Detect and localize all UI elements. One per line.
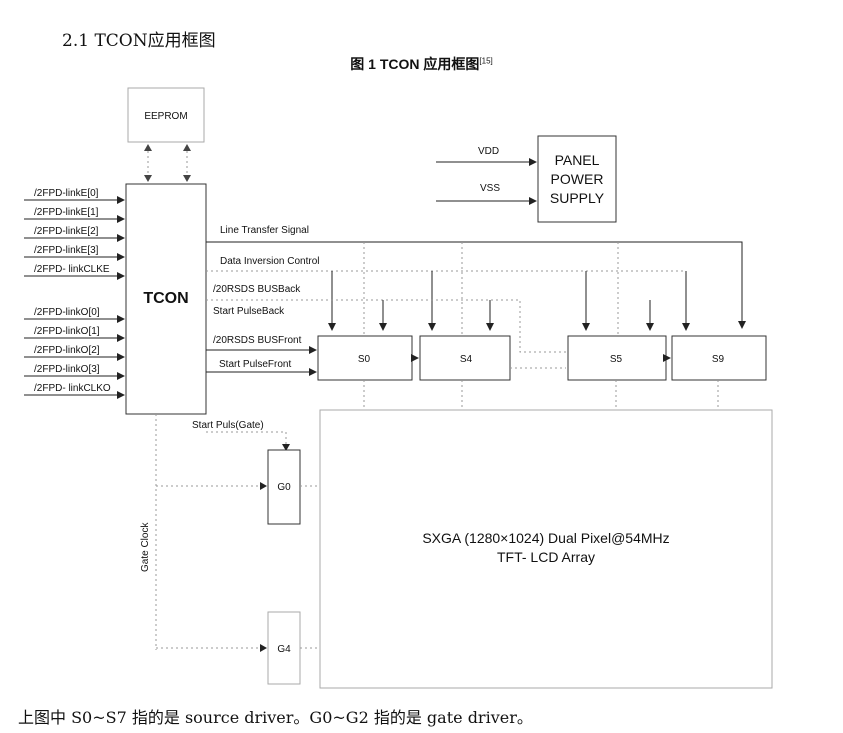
tcon-label: TCON — [143, 290, 188, 307]
section-heading: 2.1 TCON应用框图 — [62, 31, 216, 51]
line-transfer-signal — [206, 241, 746, 329]
input-even-label-1: /2FPD-linkE[1] — [34, 207, 99, 218]
eeprom-label: EEPROM — [144, 111, 187, 122]
source-driver-s4: S4 — [419, 335, 511, 381]
power-supply-label-line3: SUPPLY — [550, 190, 605, 206]
input-group-even: /2FPD-linkE[0] /2FPD-linkE[1] /2FPD-linkE[… — [24, 188, 125, 280]
power-supply-label-line2: POWER — [551, 171, 604, 187]
source-driver-s0: S0 — [317, 335, 413, 381]
input-odd-label-1: /2FPD-linkO[1] — [34, 326, 100, 337]
input-even-label-4: /2FPD- linkCLKE — [34, 264, 110, 275]
input-even-label-2: /2FPD-linkE[2] — [34, 226, 99, 237]
gate-driver-g4: G4 — [267, 611, 301, 685]
caption-reference: [15] — [479, 56, 493, 66]
array-label-line1: SXGA (1280×1024) Dual Pixel@54MHz — [422, 530, 669, 546]
footer-note: 上图中 S0~S7 指的是 source driver。G0~G2 指的是 ga… — [18, 708, 533, 727]
s4-label: S4 — [460, 354, 473, 365]
input-even-label-0: /2FPD-linkE[0] — [34, 188, 99, 199]
input-odd-label-4: /2FPD- linkCLKO — [34, 383, 111, 394]
input-odd-label-3: /2FPD-linkO[3] — [34, 364, 100, 375]
line-transfer-label: Line Transfer Signal — [220, 225, 309, 236]
source-driver-s5: S5 — [567, 335, 667, 381]
input-group-odd: /2FPD-linkO[0] /2FPD-linkO[1] /2FPD-linkO[… — [24, 307, 125, 399]
tcon-block: TCON — [125, 183, 207, 415]
rsds-back-label: /20RSDS BUSBack — [213, 284, 301, 295]
eeprom-arrow-down-left — [144, 175, 152, 182]
gate-driver-g0: G0 — [267, 449, 301, 525]
eeprom-arrow-up-left — [144, 144, 152, 151]
figure-caption: 图 1 TCON 应用框图[15] — [0, 54, 843, 74]
power-supply-label-line1: PANEL — [555, 152, 600, 168]
gate-clock-g0-arrow — [260, 482, 267, 490]
vss-label: VSS — [480, 183, 500, 194]
caption-text: 图 1 TCON 应用框图 — [350, 56, 480, 72]
eeprom-arrow-down-right — [183, 175, 191, 182]
gate-clock-g4-arrow — [260, 644, 267, 652]
s9-label: S9 — [712, 354, 725, 365]
g0-label: G0 — [277, 482, 291, 493]
input-odd-label-0: /2FPD-linkO[0] — [34, 307, 100, 318]
g4-label: G4 — [277, 644, 291, 655]
start-pulse-gate-label: Start Puls(Gate) — [192, 420, 264, 431]
source-driver-s9: S9 — [671, 335, 767, 381]
start-pulse-gate-line — [206, 431, 287, 448]
vdd-label: VDD — [478, 146, 499, 157]
input-odd-label-2: /2FPD-linkO[2] — [34, 345, 100, 356]
s5-label: S5 — [610, 354, 623, 365]
gate-clock-label: Gate Clock — [140, 522, 151, 572]
pulse-front-label: Start PulseFront — [219, 359, 291, 370]
lcd-array-block: SXGA (1280×1024) Dual Pixel@54MHz TFT- L… — [319, 409, 773, 689]
s0-label: S0 — [358, 354, 371, 365]
start-pulse-gate-arrow — [282, 444, 290, 451]
array-label-line2: TFT- LCD Array — [497, 549, 595, 565]
panel-power-supply-block: PANEL POWER SUPPLY — [537, 135, 617, 223]
rsds-back-bus — [206, 299, 566, 353]
data-inversion-label: Data Inversion Control — [220, 256, 320, 267]
input-even-label-3: /2FPD-linkE[3] — [34, 245, 99, 256]
rsds-front-label: /20RSDS BUSFront — [213, 335, 302, 346]
eeprom-block: EEPROM — [127, 87, 205, 143]
eeprom-arrow-up-right — [183, 144, 191, 151]
pulse-back-label: Start PulseBack — [213, 306, 285, 317]
